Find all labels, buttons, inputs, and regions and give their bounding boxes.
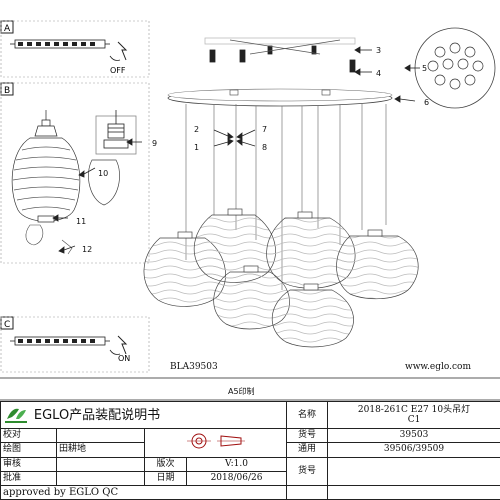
panel-b-letter: B: [4, 86, 10, 96]
canopy-hole-pattern: [414, 27, 496, 109]
version-value: V:1.0: [186, 456, 287, 472]
version-label: 版次: [144, 456, 187, 472]
callout-8: 8: [262, 143, 267, 152]
item-label: 货号: [286, 428, 328, 444]
date-label: 日期: [144, 470, 187, 486]
name-value: 2018-261C E27 10头吊灯: [357, 405, 471, 416]
row-label-draw: 绘图: [0, 442, 57, 458]
first-angle-projection-icon: [186, 433, 245, 449]
switch-on-icon: [109, 335, 128, 355]
terminal-block-c: [10, 336, 110, 346]
bulb-outline: [88, 159, 120, 206]
panel-a: A OFF: [0, 20, 150, 78]
callout-5: 5: [422, 64, 427, 73]
callout-3: 3: [376, 46, 381, 55]
date-value: 2018/06/26: [186, 470, 287, 486]
canopy-plate: [167, 88, 393, 107]
row-value-approve: [56, 470, 145, 486]
common-label: 通用: [286, 442, 328, 458]
ceiling-bracket: [204, 37, 356, 73]
shade-5: [213, 271, 290, 330]
panel-c-letter: C: [4, 320, 10, 330]
row-value-review: [56, 456, 145, 472]
row-label-approve: 批准: [0, 470, 57, 486]
item-value-2: [327, 456, 500, 486]
switch-off-icon: [109, 41, 128, 61]
row-value-draw: 田耕地: [56, 442, 145, 458]
callout-9: 9: [152, 139, 157, 148]
model-code: BLA39503: [170, 362, 218, 372]
terminal-block-a: [10, 39, 110, 49]
row-label-check: 校对: [0, 428, 57, 444]
shade-4: [336, 235, 419, 300]
panel-c: C ON: [0, 316, 150, 373]
row-label-review: 审核: [0, 456, 57, 472]
item-value: 39503: [327, 428, 500, 444]
callout-11: 11: [76, 217, 86, 226]
callout-10: 10: [98, 169, 108, 178]
shade-assembly-small: [25, 224, 73, 255]
on-label: ON: [118, 354, 130, 363]
approved-note: approved by EGLO QC: [0, 484, 287, 500]
callout-7: 7: [262, 125, 267, 134]
document-title: EGLO产品装配说明书: [33, 407, 161, 423]
callout-12: 12: [82, 245, 92, 254]
panel-a-letter: A: [4, 24, 11, 34]
paper-size-label: A5印制: [228, 387, 255, 396]
title-block: EGLO产品装配说明书 名称 2018-261C E27 10头吊灯 C1 校对…: [0, 400, 500, 500]
callout-4: 4: [376, 69, 381, 78]
callout-6: 6: [424, 98, 429, 107]
name-value-line2: C1: [407, 415, 421, 426]
callout-2: 2: [194, 125, 199, 134]
off-label: OFF: [110, 66, 126, 75]
callout-numbers: 1 2 3 4 5 6 7 8 9 10 11 12: [76, 46, 429, 254]
name-value-cell: 2018-261C E27 10头吊灯 C1: [327, 400, 500, 430]
callout-arrows: [52, 46, 420, 254]
logo-title-cell: EGLO产品装配说明书: [0, 400, 287, 430]
lampholder-detail: [95, 110, 137, 155]
glass-shade-detail: [11, 110, 81, 223]
item-label-2: 货号: [286, 456, 328, 486]
eglo-logo-icon: [3, 405, 29, 425]
name-label: 名称: [286, 400, 328, 430]
panel-b: B: [0, 82, 150, 264]
common-value: 39506/39509: [327, 442, 500, 458]
shade-6: [271, 289, 354, 348]
website-label: www.eglo.com: [405, 362, 471, 372]
callout-1: 1: [194, 143, 199, 152]
glass-shades: [143, 208, 419, 348]
row-value-check: [56, 428, 145, 444]
projection-symbol-cell: [144, 428, 287, 458]
